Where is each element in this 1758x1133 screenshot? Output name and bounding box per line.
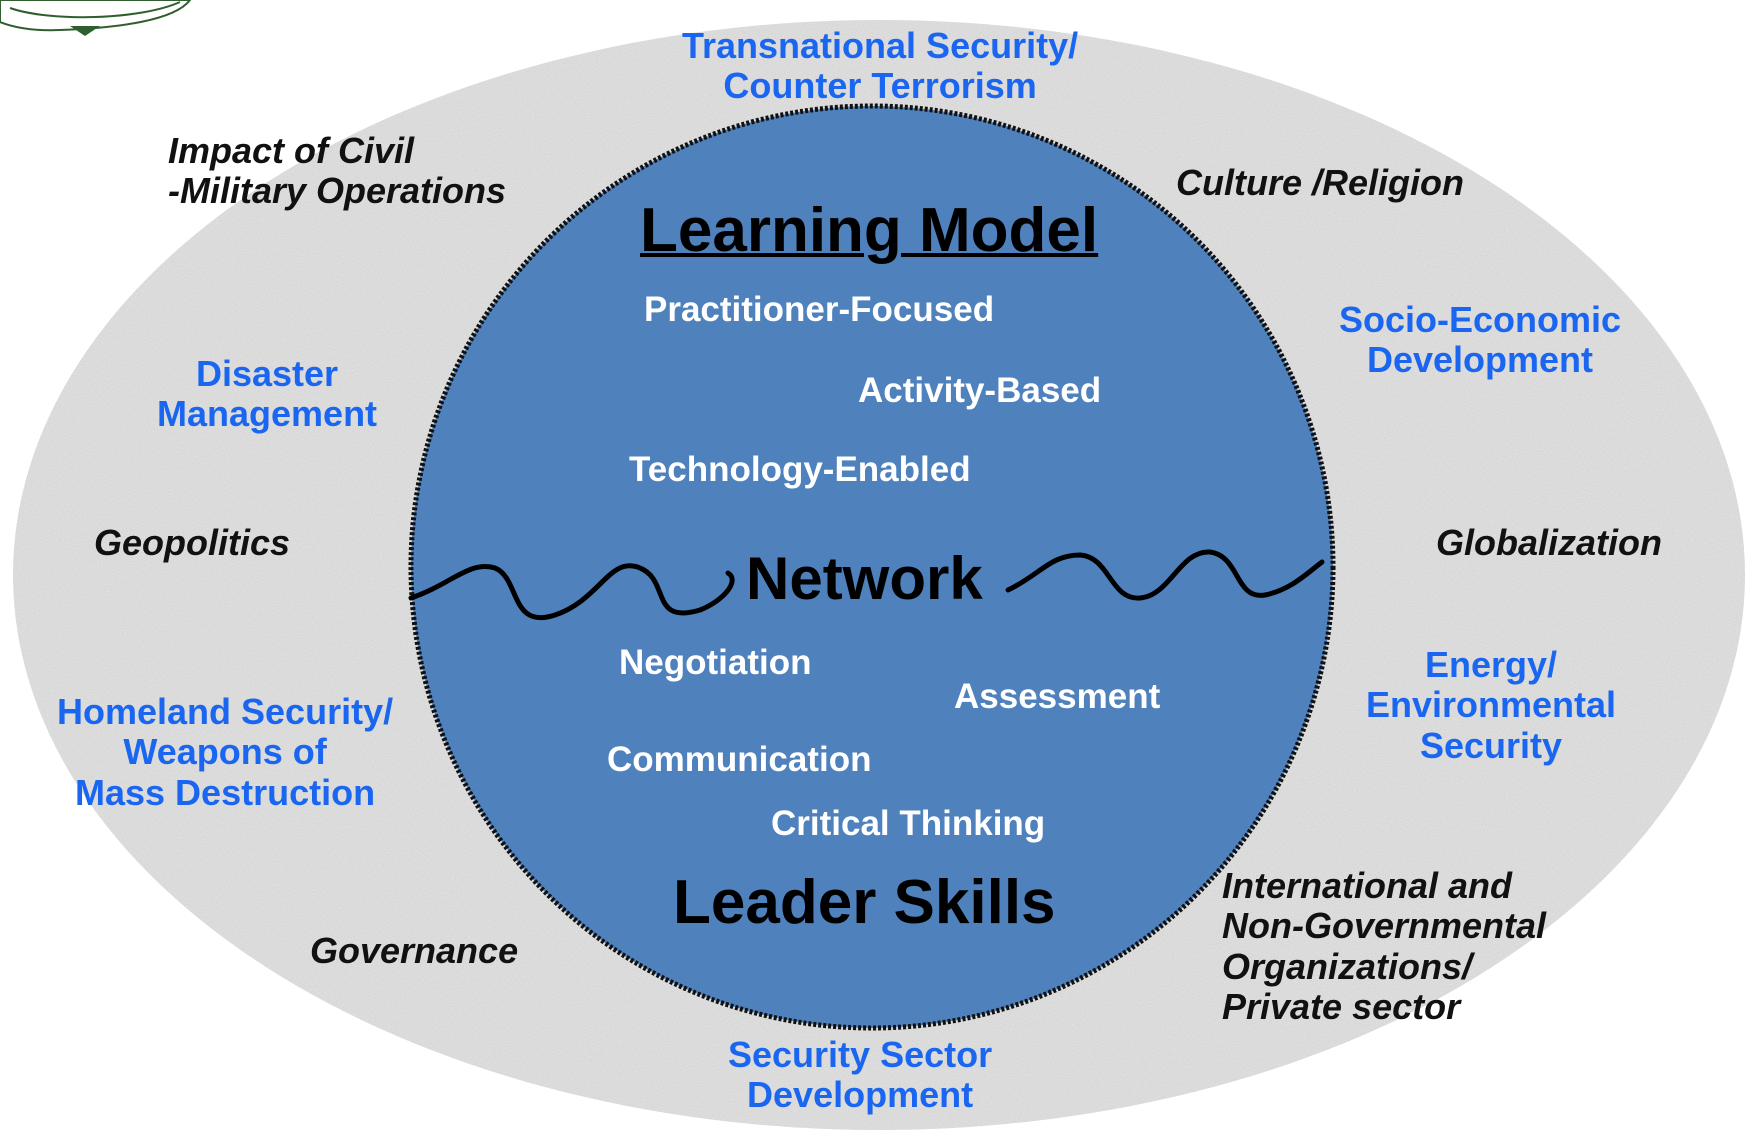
skill-critical-thinking: Critical Thinking	[771, 804, 1046, 843]
topic-governance: Governance	[310, 930, 519, 971]
network-label: Network	[746, 545, 983, 612]
skill-assessment: Assessment	[954, 677, 1161, 716]
network-wave-right	[1005, 549, 1325, 601]
topic-disaster-management: Disaster Management	[157, 353, 378, 435]
learning-model-title: Learning Model	[640, 196, 1099, 265]
topic-socio-economic: Socio-Economic Development	[1339, 299, 1622, 381]
learning-item-activity: Activity-Based	[858, 371, 1102, 410]
topic-geopolitics: Geopolitics	[94, 522, 291, 563]
skill-communication: Communication	[607, 740, 872, 779]
topic-globalization: Globalization	[1436, 522, 1663, 563]
network-wave-left	[408, 563, 735, 620]
leader-skills-title: Leader Skills	[673, 868, 1056, 937]
topic-transnational-security: Transnational Security/ Counter Terroris…	[682, 25, 1079, 107]
skill-negotiation: Negotiation	[619, 643, 812, 682]
learning-item-practitioner: Practitioner-Focused	[644, 290, 995, 329]
learning-item-technology: Technology-Enabled	[629, 450, 971, 489]
topic-civil-military: Impact of Civil -Military Operations	[168, 130, 507, 212]
topic-culture-religion: Culture /Religion	[1176, 162, 1464, 203]
topic-security-sector: Security Sector Development	[728, 1034, 993, 1116]
central-circle	[408, 103, 1336, 1031]
emblem-seal-icon	[0, 0, 192, 36]
topic-homeland-security: Homeland Security/ Weapons of Mass Destr…	[57, 691, 394, 813]
topic-energy-environmental: Energy/ Environmental Security	[1366, 644, 1617, 766]
topic-international-organizations: International and Non-Governmental Organ…	[1222, 865, 1547, 1027]
